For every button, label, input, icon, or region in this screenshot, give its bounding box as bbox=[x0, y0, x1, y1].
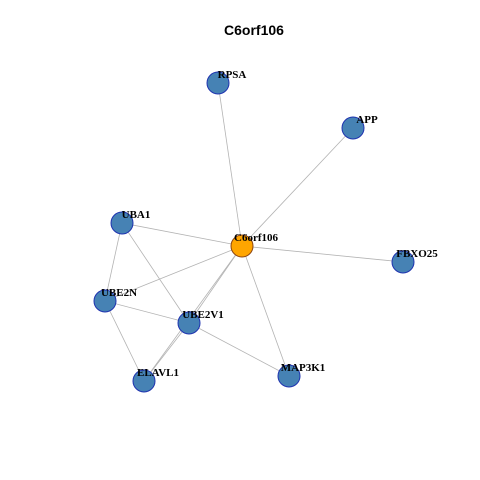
node-label-c6orf106: C6orf106 bbox=[234, 232, 278, 244]
node-circle-c6orf106 bbox=[230, 234, 254, 258]
edge-c6orf106-ube2n bbox=[104, 245, 243, 302]
node-ube2v1: UBE2V1 bbox=[177, 309, 224, 335]
node-circle-uba1 bbox=[110, 211, 134, 235]
edge-ube2v1-map3k1 bbox=[188, 322, 290, 377]
edge-ube2n-elavl1 bbox=[104, 300, 145, 382]
node-label-ube2v1: UBE2V1 bbox=[182, 309, 224, 321]
node-label-app: APP bbox=[356, 114, 378, 126]
edge-ube2v1-elavl1 bbox=[143, 322, 190, 382]
edge-layer bbox=[104, 82, 404, 382]
node-elavl1: ELAVL1 bbox=[132, 367, 179, 393]
node-label-rpsa: RPSA bbox=[218, 69, 247, 81]
node-circle-elavl1 bbox=[132, 369, 156, 393]
edge-c6orf106-fbxo25 bbox=[241, 245, 404, 263]
node-label-elavl1: ELAVL1 bbox=[137, 367, 179, 379]
node-circle-ube2n bbox=[93, 289, 117, 313]
node-uba1: UBA1 bbox=[110, 209, 151, 235]
node-circle-map3k1 bbox=[277, 364, 301, 388]
node-circle-fbxo25 bbox=[391, 250, 415, 274]
edge-c6orf106-map3k1 bbox=[241, 245, 290, 377]
edge-c6orf106-app bbox=[241, 127, 354, 247]
node-c6orf106: C6orf106 bbox=[230, 232, 278, 258]
node-label-uba1: UBA1 bbox=[122, 209, 151, 221]
node-label-fbxo25: FBXO25 bbox=[396, 248, 438, 260]
node-rpsa: RPSA bbox=[206, 69, 247, 95]
edge-c6orf106-rpsa bbox=[217, 82, 243, 247]
node-circle-rpsa bbox=[206, 71, 230, 95]
node-circle-ube2v1 bbox=[177, 311, 201, 335]
edge-c6orf106-uba1 bbox=[121, 222, 243, 247]
node-app: APP bbox=[341, 114, 378, 140]
node-label-ube2n: UBE2N bbox=[101, 287, 137, 299]
edge-uba1-ube2v1 bbox=[121, 222, 190, 324]
node-ube2n: UBE2N bbox=[93, 287, 137, 313]
node-fbxo25: FBXO25 bbox=[391, 248, 438, 274]
edge-ube2n-ube2v1 bbox=[104, 300, 190, 324]
diagram-title: C6orf106 bbox=[224, 22, 284, 38]
node-circle-app bbox=[341, 116, 365, 140]
edge-uba1-ube2n bbox=[104, 222, 123, 302]
node-label-map3k1: MAP3K1 bbox=[281, 362, 326, 374]
node-map3k1: MAP3K1 bbox=[277, 362, 326, 388]
